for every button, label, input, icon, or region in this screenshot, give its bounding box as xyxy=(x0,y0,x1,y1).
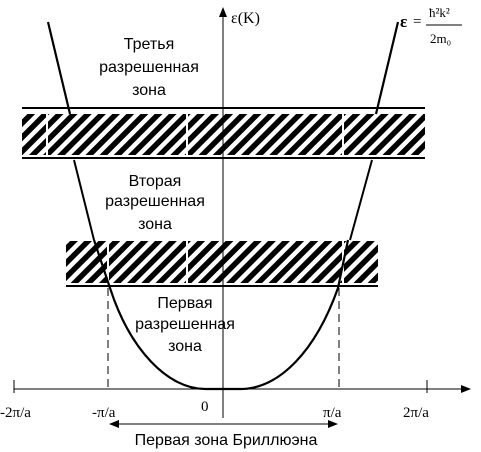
zone-label-third: Третья разрешенная зона xyxy=(99,36,199,99)
curve-segment-left-mid xyxy=(73,159,95,241)
tick-label-neg2: -2π/a xyxy=(0,405,31,421)
formula-lhs: ε xyxy=(400,12,407,31)
zone-second-line2: разрешенная xyxy=(105,193,205,210)
zone-label-first: Первая разрешенная зона xyxy=(135,295,235,355)
zone-first-line1: Первая xyxy=(157,295,212,312)
tick-label-zero: 0 xyxy=(201,399,209,415)
formula-equals: = xyxy=(413,14,421,30)
zone-second-line3: зона xyxy=(138,216,172,233)
zone-second-line1: Вторая xyxy=(129,173,182,190)
formula-denominator: 2m₀ xyxy=(430,31,451,46)
zone-third-line1: Третья xyxy=(124,36,174,53)
tick-label-pos1: π/a xyxy=(323,405,342,421)
zone-label-second: Вторая разрешенная зона xyxy=(105,173,205,233)
zone-first-line3: зона xyxy=(168,338,202,355)
forbidden-band-lower xyxy=(66,241,378,287)
tick-label-pos2: 2π/a xyxy=(403,405,429,421)
dispersion-formula: ε = ħ²k² 2m₀ xyxy=(400,5,462,46)
zone-third-line3: зона xyxy=(132,82,166,99)
brillouin-label: Первая зона Бриллюэна xyxy=(135,432,318,449)
tick-label-neg1: -π/a xyxy=(92,405,116,421)
zone-first-line2: разрешенная xyxy=(135,316,235,333)
x-ticks xyxy=(13,380,428,393)
formula-numerator: ħ²k² xyxy=(429,5,450,20)
curve-segment-right-mid xyxy=(349,159,373,241)
y-axis-label: ε(K) xyxy=(231,10,260,27)
zone-third-line2: разрешенная xyxy=(99,59,199,76)
